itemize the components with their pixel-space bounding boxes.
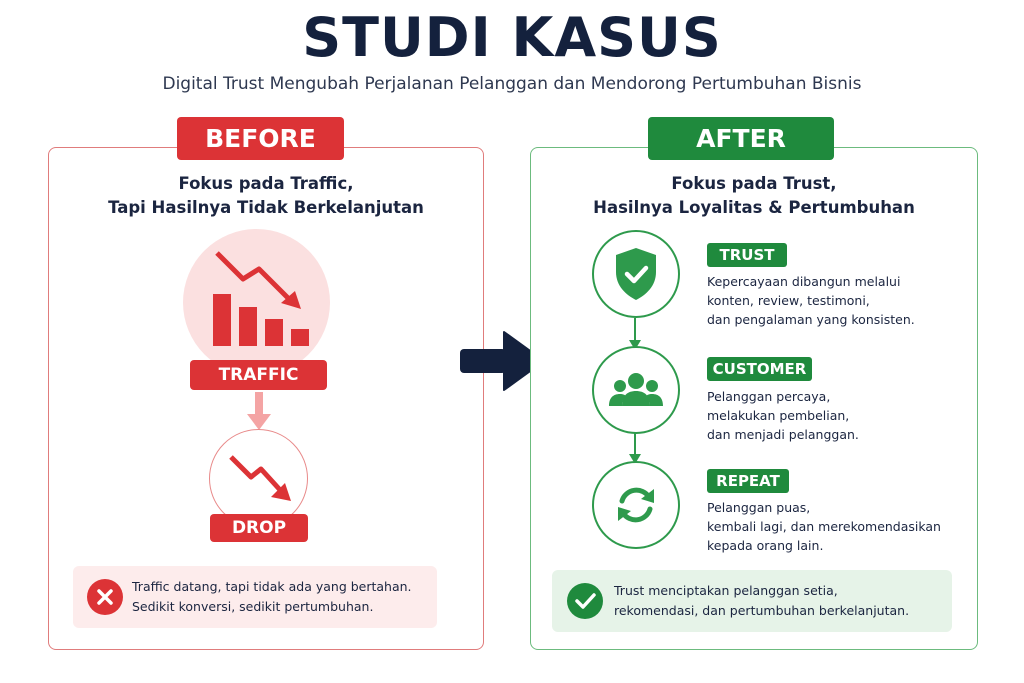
before-note-line-1: Traffic datang, tapi tidak ada yang bert… xyxy=(132,579,412,594)
repeat-desc-line-3: kepada orang lain. xyxy=(707,538,824,553)
before-heading-line-1: Fokus pada Traffic, xyxy=(178,174,354,193)
page-subtitle: Digital Trust Mengubah Perjalanan Pelang… xyxy=(162,74,862,94)
before-note: Traffic datang, tapi tidak ada yang bert… xyxy=(73,566,437,628)
before-badge: BEFORE xyxy=(177,117,344,160)
before-heading-line-2: Tapi Hasilnya Tidak Berkelanjutan xyxy=(108,198,424,217)
after-heading-line-2: Hasilnya Loyalitas & Pertumbuhan xyxy=(593,198,915,217)
traffic-label: TRAFFIC xyxy=(190,360,327,390)
trust-step-circle xyxy=(592,230,680,318)
repeat-desc-line-2: kembali lagi, dan merekomendasikan xyxy=(707,519,941,534)
before-heading: Fokus pada Traffic, Tapi Hasilnya Tidak … xyxy=(48,172,484,220)
check-icon xyxy=(567,583,603,619)
drop-label: DROP xyxy=(210,514,308,542)
step-connector-1 xyxy=(629,318,641,350)
declining-bar-chart-icon xyxy=(213,251,309,346)
customer-step-badge: CUSTOMER xyxy=(707,357,812,381)
trust-step-desc: Kepercayaan dibangun melalui konten, rev… xyxy=(707,272,915,329)
page-title: STUDI KASUS xyxy=(302,6,722,69)
step-connector-2 xyxy=(629,432,641,464)
after-note-text: Trust menciptakan pelanggan setia, rekom… xyxy=(614,581,909,621)
x-icon xyxy=(87,579,123,615)
trust-desc-line-2: konten, review, testimoni, xyxy=(707,293,870,308)
after-heading: Fokus pada Trust, Hasilnya Loyalitas & P… xyxy=(530,172,978,220)
people-icon xyxy=(609,373,663,406)
customer-step-circle xyxy=(592,346,680,434)
down-trend-arrow-icon xyxy=(229,455,291,501)
after-badge: AFTER xyxy=(648,117,834,160)
before-note-text: Traffic datang, tapi tidak ada yang bert… xyxy=(132,577,412,617)
traffic-circle xyxy=(183,229,330,376)
trust-desc-line-1: Kepercayaan dibangun melalui xyxy=(707,274,901,289)
repeat-step-badge: REPEAT xyxy=(707,469,789,493)
trust-desc-line-3: dan pengalaman yang konsisten. xyxy=(707,312,915,327)
customer-step-desc: Pelanggan percaya, melakukan pembelian, … xyxy=(707,387,859,444)
after-note: Trust menciptakan pelanggan setia, rekom… xyxy=(552,570,952,632)
repeat-step-circle xyxy=(592,461,680,549)
after-heading-line-1: Fokus pada Trust, xyxy=(671,174,837,193)
after-note-line-1: Trust menciptakan pelanggan setia, xyxy=(614,583,838,598)
repeat-step-desc: Pelanggan puas, kembali lagi, dan mereko… xyxy=(707,498,941,555)
customer-desc-line-2: melakukan pembelian, xyxy=(707,408,850,423)
customer-desc-line-1: Pelanggan percaya, xyxy=(707,389,831,404)
refresh-cycle-icon xyxy=(618,487,654,523)
trust-step-badge: TRUST xyxy=(707,243,787,267)
customer-desc-line-3: dan menjadi pelanggan. xyxy=(707,427,859,442)
before-note-line-2: Sedikit konversi, sedikit pertumbuhan. xyxy=(132,599,374,614)
after-note-line-2: rekomendasi, dan pertumbuhan berkelanjut… xyxy=(614,603,910,618)
shield-check-icon xyxy=(616,248,656,300)
right-arrow-icon xyxy=(460,331,544,391)
down-arrow-connector xyxy=(247,392,271,430)
repeat-desc-line-1: Pelanggan puas, xyxy=(707,500,811,515)
